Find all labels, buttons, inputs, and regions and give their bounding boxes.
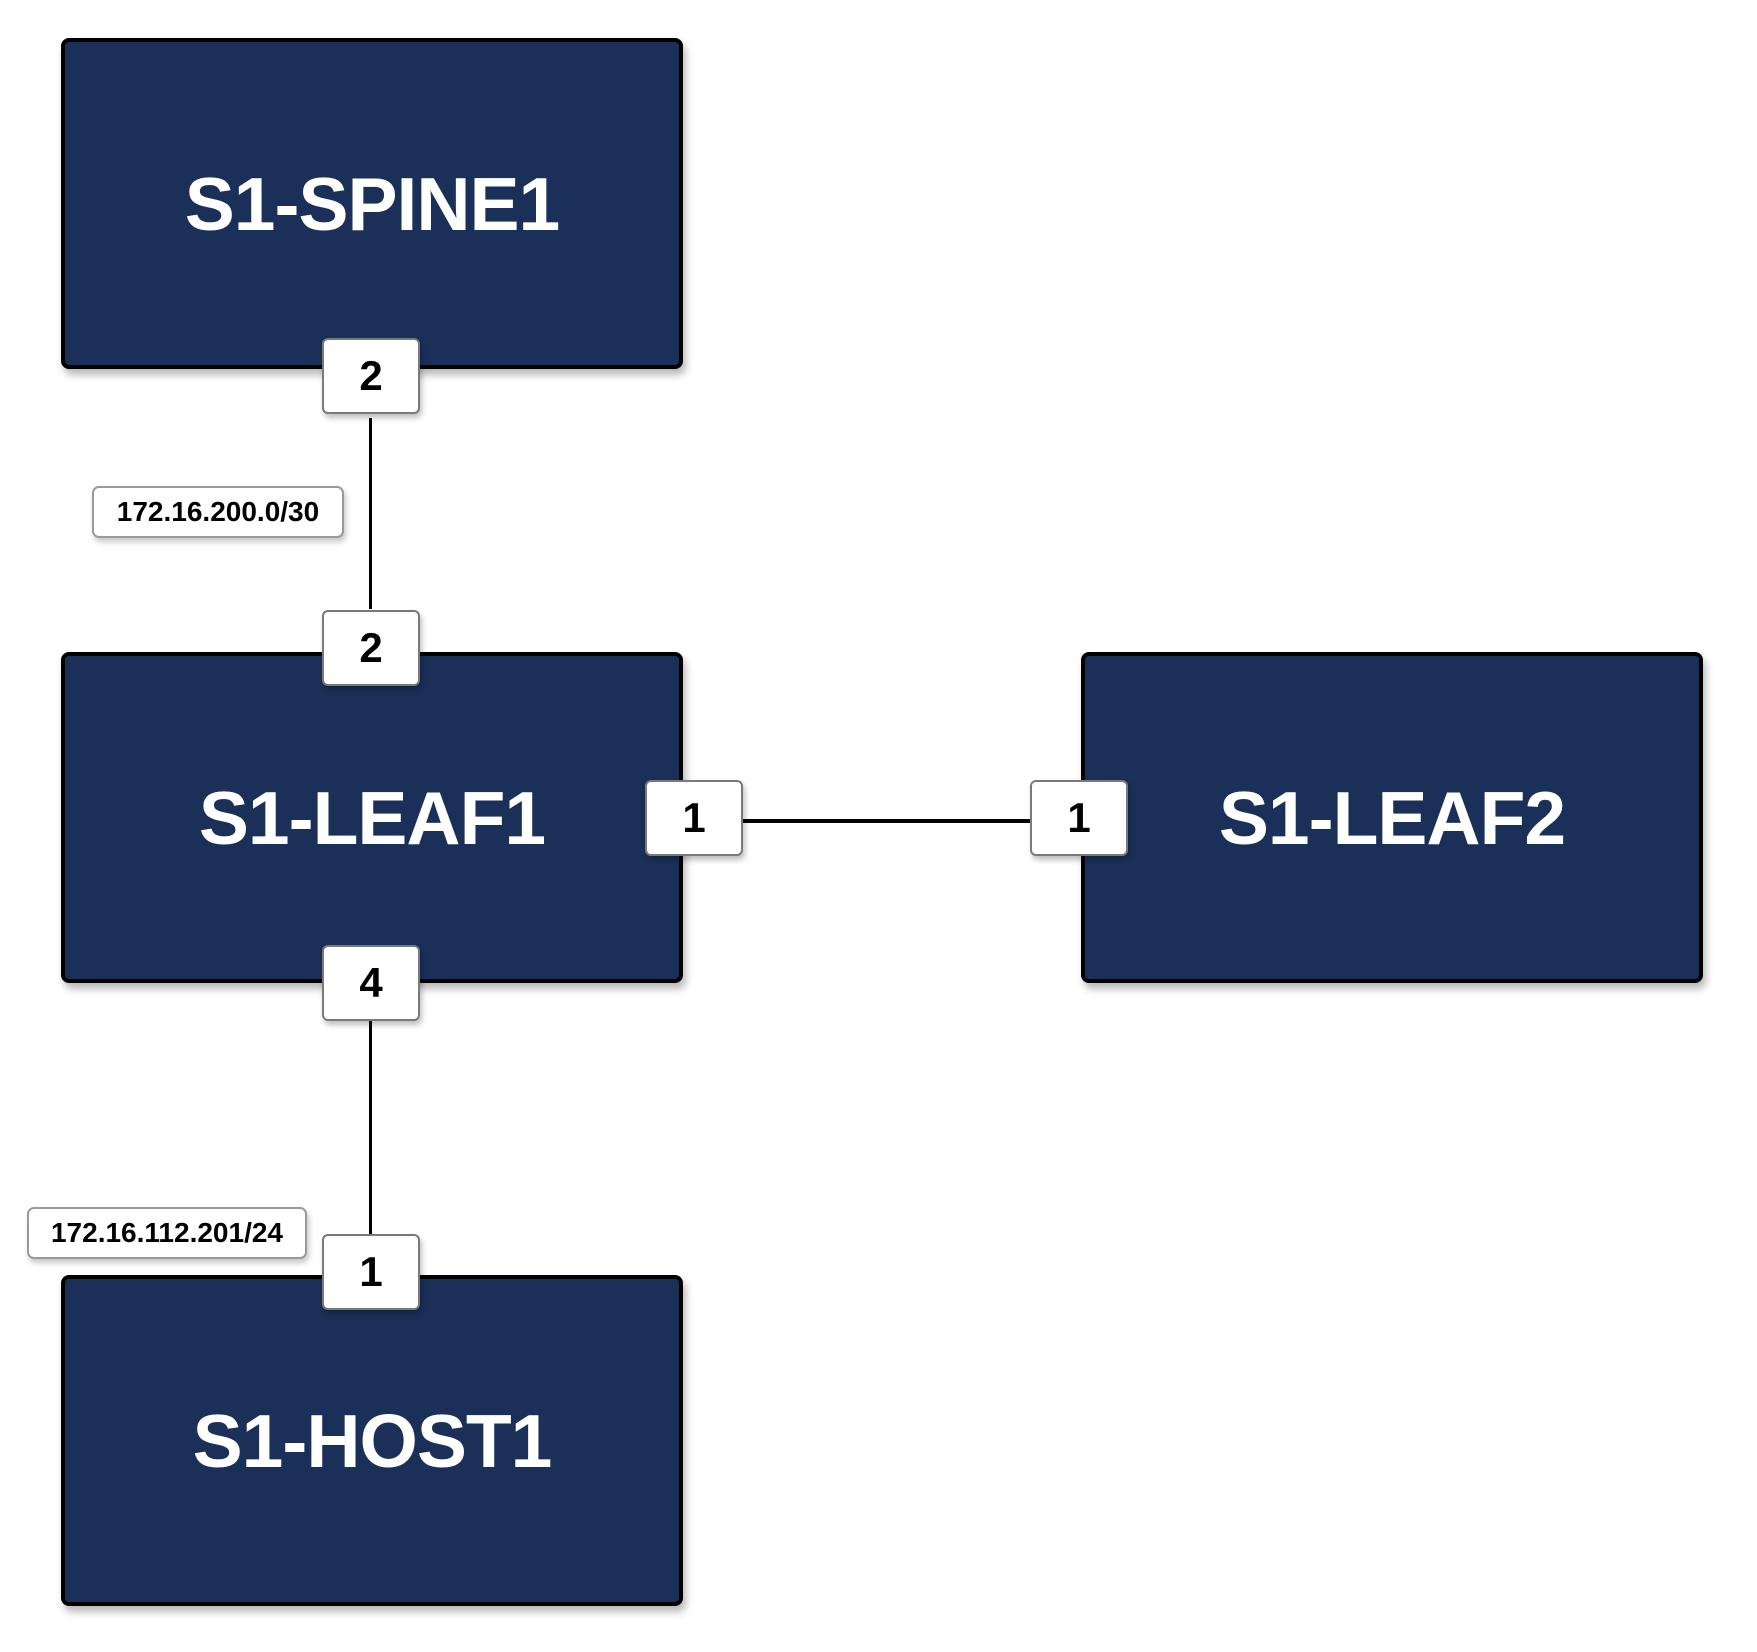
port-host1-to-leaf1[interactable]: 1: [322, 1234, 420, 1310]
device-label: S1-SPINE1: [184, 161, 560, 246]
port-leaf1-to-spine1[interactable]: 2: [322, 610, 420, 686]
subnet-label-host: 172.16.112.201/24: [27, 1207, 307, 1259]
link-leaf1-leaf2: [741, 819, 1030, 823]
link-spine1-leaf1: [369, 418, 372, 609]
device-s1-leaf1[interactable]: S1-LEAF1: [61, 652, 683, 983]
port-spine1-to-leaf1[interactable]: 2: [322, 338, 420, 414]
port-leaf1-to-leaf2[interactable]: 1: [645, 780, 743, 856]
device-label: S1-LEAF2: [1218, 775, 1566, 860]
device-label: S1-HOST1: [192, 1398, 553, 1483]
port-leaf2-to-leaf1[interactable]: 1: [1030, 780, 1128, 856]
subnet-label-spine-leaf: 172.16.200.0/30: [92, 486, 344, 538]
device-s1-host1[interactable]: S1-HOST1: [61, 1275, 683, 1606]
link-leaf1-host1: [369, 1021, 372, 1234]
device-s1-spine1[interactable]: S1-SPINE1: [61, 38, 683, 369]
port-leaf1-to-host1[interactable]: 4: [322, 945, 420, 1021]
device-s1-leaf2[interactable]: S1-LEAF2: [1081, 652, 1703, 983]
device-label: S1-LEAF1: [198, 775, 546, 860]
